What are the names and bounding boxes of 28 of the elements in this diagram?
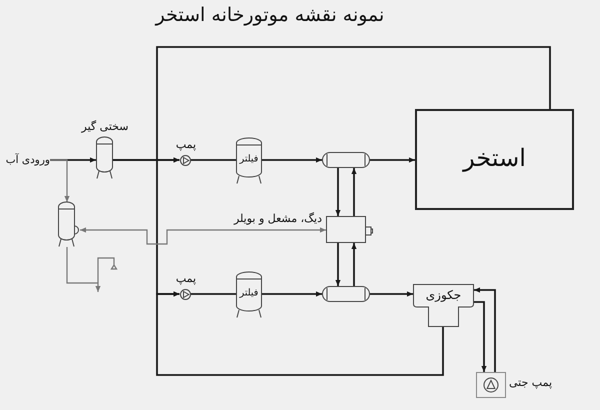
pipe — [370, 291, 413, 297]
pipe — [262, 157, 322, 163]
pool-label: استخر — [463, 145, 526, 173]
pipe — [262, 291, 322, 297]
pipe — [190, 293, 236, 295]
pipe — [190, 159, 236, 161]
equipment-label: سختی گیر — [82, 121, 128, 134]
diagram-title: نمونه نقشه موتورخانه استخر — [156, 5, 384, 27]
inlet-label: ورودی آب — [6, 153, 50, 167]
pipe — [66, 247, 101, 292]
pipe — [335, 243, 341, 286]
equipment-label: پمپ — [176, 273, 196, 286]
pipe — [474, 287, 496, 372]
pipe — [370, 157, 415, 163]
filter-label: فیلتر — [240, 154, 258, 166]
pipe — [156, 291, 444, 376]
pipe — [351, 168, 357, 216]
pipe — [50, 159, 70, 202]
pipe — [335, 168, 341, 216]
filter-label: فیلتر — [240, 288, 258, 300]
jacuzzi-label: جکوزی — [426, 289, 462, 303]
equipment-label: دیگ، مشعل و بویلر — [234, 213, 322, 226]
pipe — [80, 227, 326, 245]
equipment-label: پمپ — [176, 139, 196, 152]
pipe — [50, 157, 96, 163]
equipment-label: پمپ جتی — [509, 377, 552, 390]
pipe — [351, 243, 357, 286]
pipe — [474, 301, 487, 372]
